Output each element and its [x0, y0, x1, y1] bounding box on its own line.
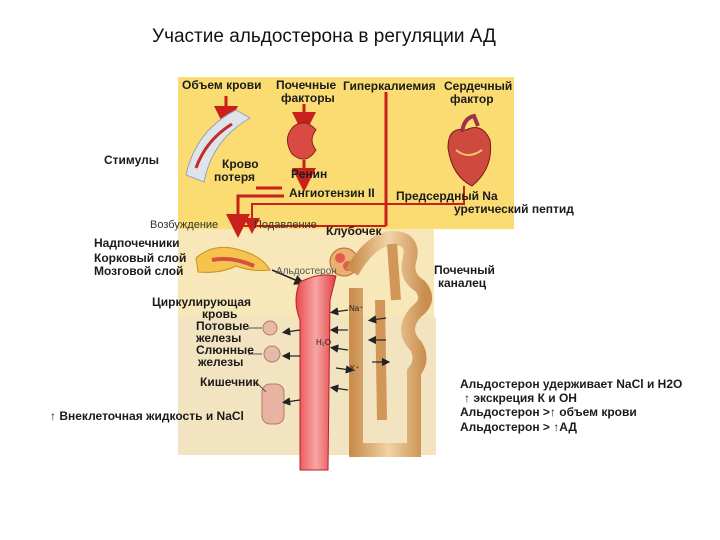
label-renal-tubule-2: каналец: [438, 277, 486, 290]
right-arrow-icon: > ↑: [540, 420, 560, 434]
sweat-gland-icon: [263, 321, 277, 335]
ion-label-k: K⁺: [350, 364, 360, 373]
label-renal-factors-2: факторы: [281, 92, 335, 105]
label-anp-2: уретический пептид: [454, 203, 574, 216]
label-blood-volume: Объем крови: [182, 79, 261, 92]
up-arrow-icon: ↑: [464, 391, 470, 405]
label-aldosterone: Альдостерон: [276, 266, 337, 277]
ion-label-na: Na⁺: [349, 304, 363, 313]
intestine-icon: [262, 384, 284, 424]
label-extracellular: ↑ Внеклеточная жидкость и NaCl: [50, 410, 244, 423]
label-angiotensin: Ангиотензин II: [289, 187, 375, 200]
up-arrow-icon: ↑: [50, 409, 56, 423]
label-cardiac-factor-2: фактор: [450, 93, 494, 106]
label-glomerulus: Клубочек: [326, 225, 382, 238]
summary-line-4: Альдостерон > ↑АД: [460, 421, 577, 434]
label-intestine: Кишечник: [200, 376, 259, 389]
label-adrenals: Надпочечники: [94, 237, 180, 250]
label-blood-loss-2: потеря: [214, 171, 255, 184]
label-suppression: Подавление: [254, 219, 317, 231]
label-salivary-2: железы: [198, 356, 243, 369]
label-medulla: Мозговой слой: [94, 265, 183, 278]
summary-line-2: ↑ экскреция К и ОН: [464, 392, 577, 405]
label-excitation: Возбуждение: [150, 219, 218, 231]
summary-line-1: Альдостерон удерживает NaCl и H2O: [460, 378, 682, 391]
right-arrow-icon: >↑: [540, 405, 560, 419]
salivary-gland-icon: [264, 346, 280, 362]
label-hyperkalemia: Гиперкалиемия: [343, 80, 436, 93]
ion-label-h2o: H₂O: [316, 338, 331, 347]
kidney-icon: [287, 123, 316, 159]
summary-line-3: Альдостерон >↑ объем крови: [460, 406, 637, 419]
label-stimuli: Стимулы: [104, 154, 159, 167]
label-renin: Ренин: [291, 168, 327, 181]
